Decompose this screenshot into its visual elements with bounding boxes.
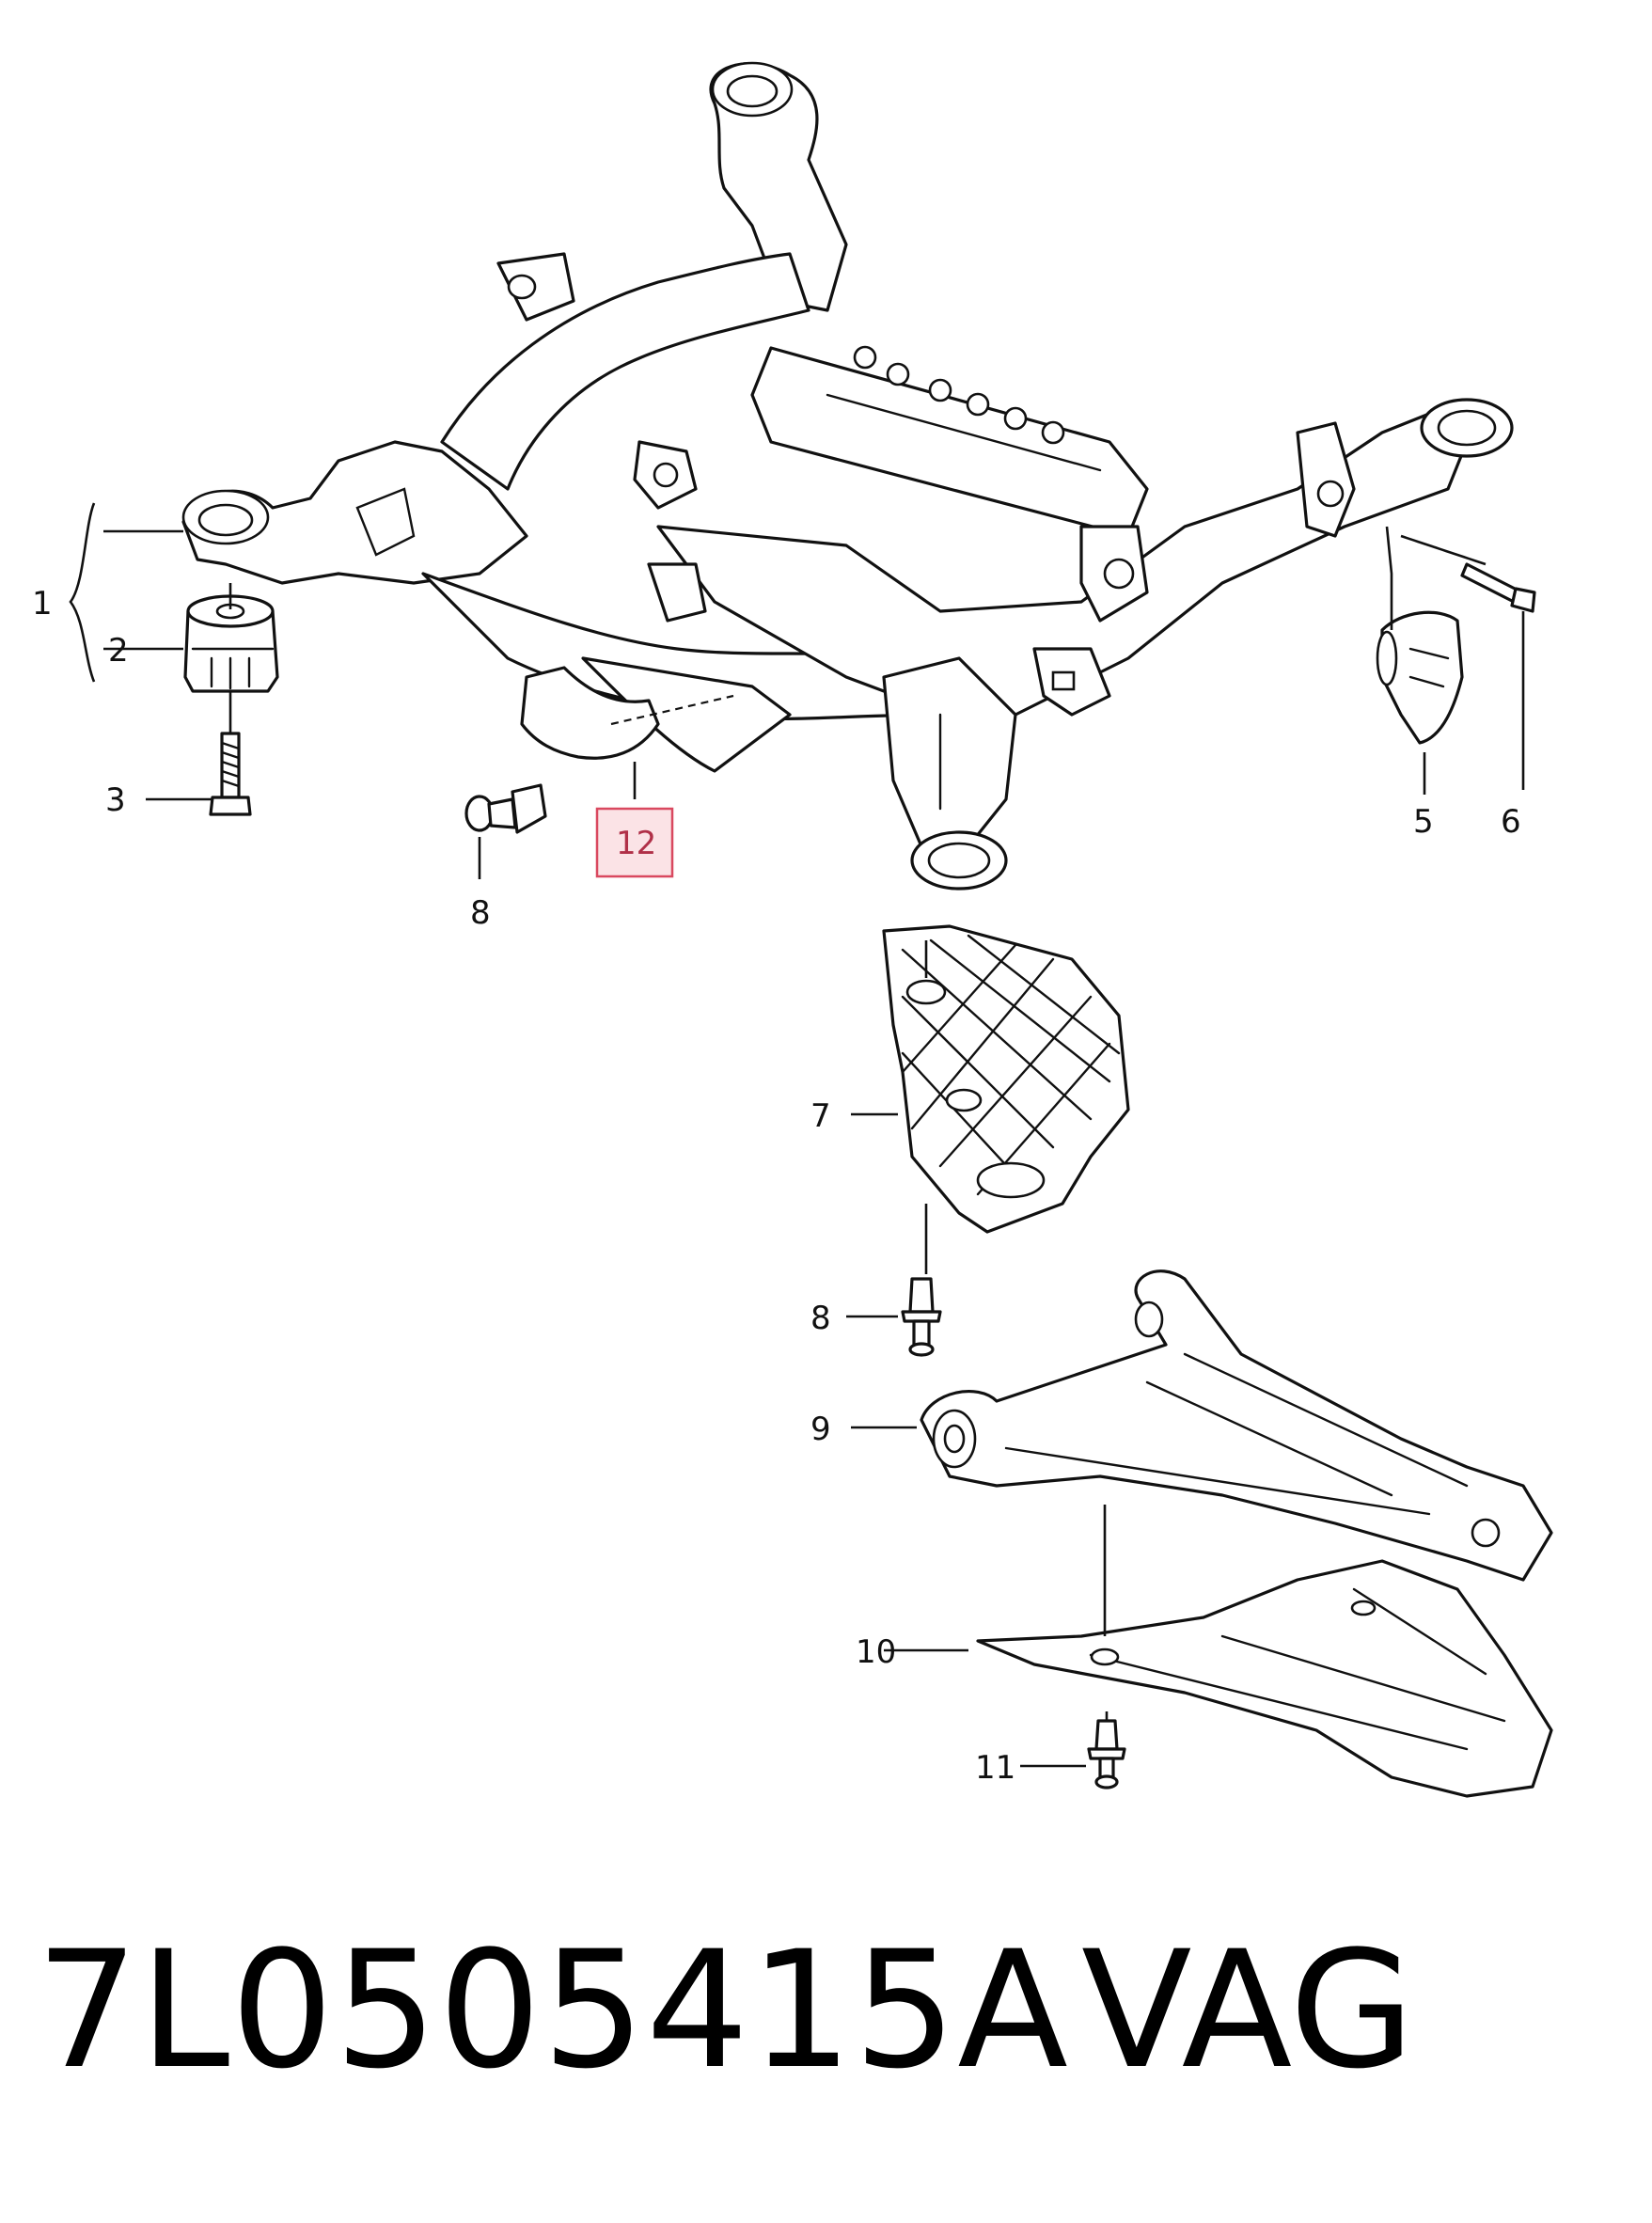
highlight-box: [595, 807, 674, 878]
callout-5: 5: [1413, 803, 1434, 841]
callout-3: 3: [105, 781, 126, 819]
callout-11: 11: [975, 1749, 1015, 1787]
clip-part-11: [1087, 1719, 1126, 1789]
bracket-part-12: [520, 666, 734, 760]
underbody-panel-part-10: [976, 1559, 1553, 1798]
bolt-part-6: [1460, 562, 1536, 613]
callout-2: 2: [108, 632, 129, 670]
callout-labels: 1 2 3 5 6 7 8 8 9 10 11 12: [32, 585, 1521, 1787]
callout-7: 7: [810, 1097, 831, 1135]
subframe: [181, 61, 1514, 891]
push-clip-part-8-upper: [464, 783, 547, 834]
underbody-panel-part-7: [882, 924, 1130, 1234]
callout-12-highlighted: 12: [616, 825, 656, 862]
control-arm-part-9: [920, 1269, 1553, 1582]
brand: VAG: [1081, 1916, 1415, 2105]
mount-bushing-part-2: [183, 594, 279, 693]
callout-9: 9: [810, 1411, 831, 1448]
push-clip-part-8-lower: [901, 1277, 942, 1357]
leader-lines: [69, 502, 1525, 1768]
callout-8-lower: 8: [810, 1300, 831, 1337]
part-number: 7L0505415A: [36, 1916, 1069, 2105]
callout-10: 10: [856, 1633, 896, 1671]
callout-8-upper: 8: [470, 894, 491, 932]
bracket-part-5: [1376, 610, 1464, 745]
callout-1: 1: [32, 585, 53, 623]
bolt-part-3: [209, 732, 252, 816]
callout-6: 6: [1501, 803, 1521, 841]
